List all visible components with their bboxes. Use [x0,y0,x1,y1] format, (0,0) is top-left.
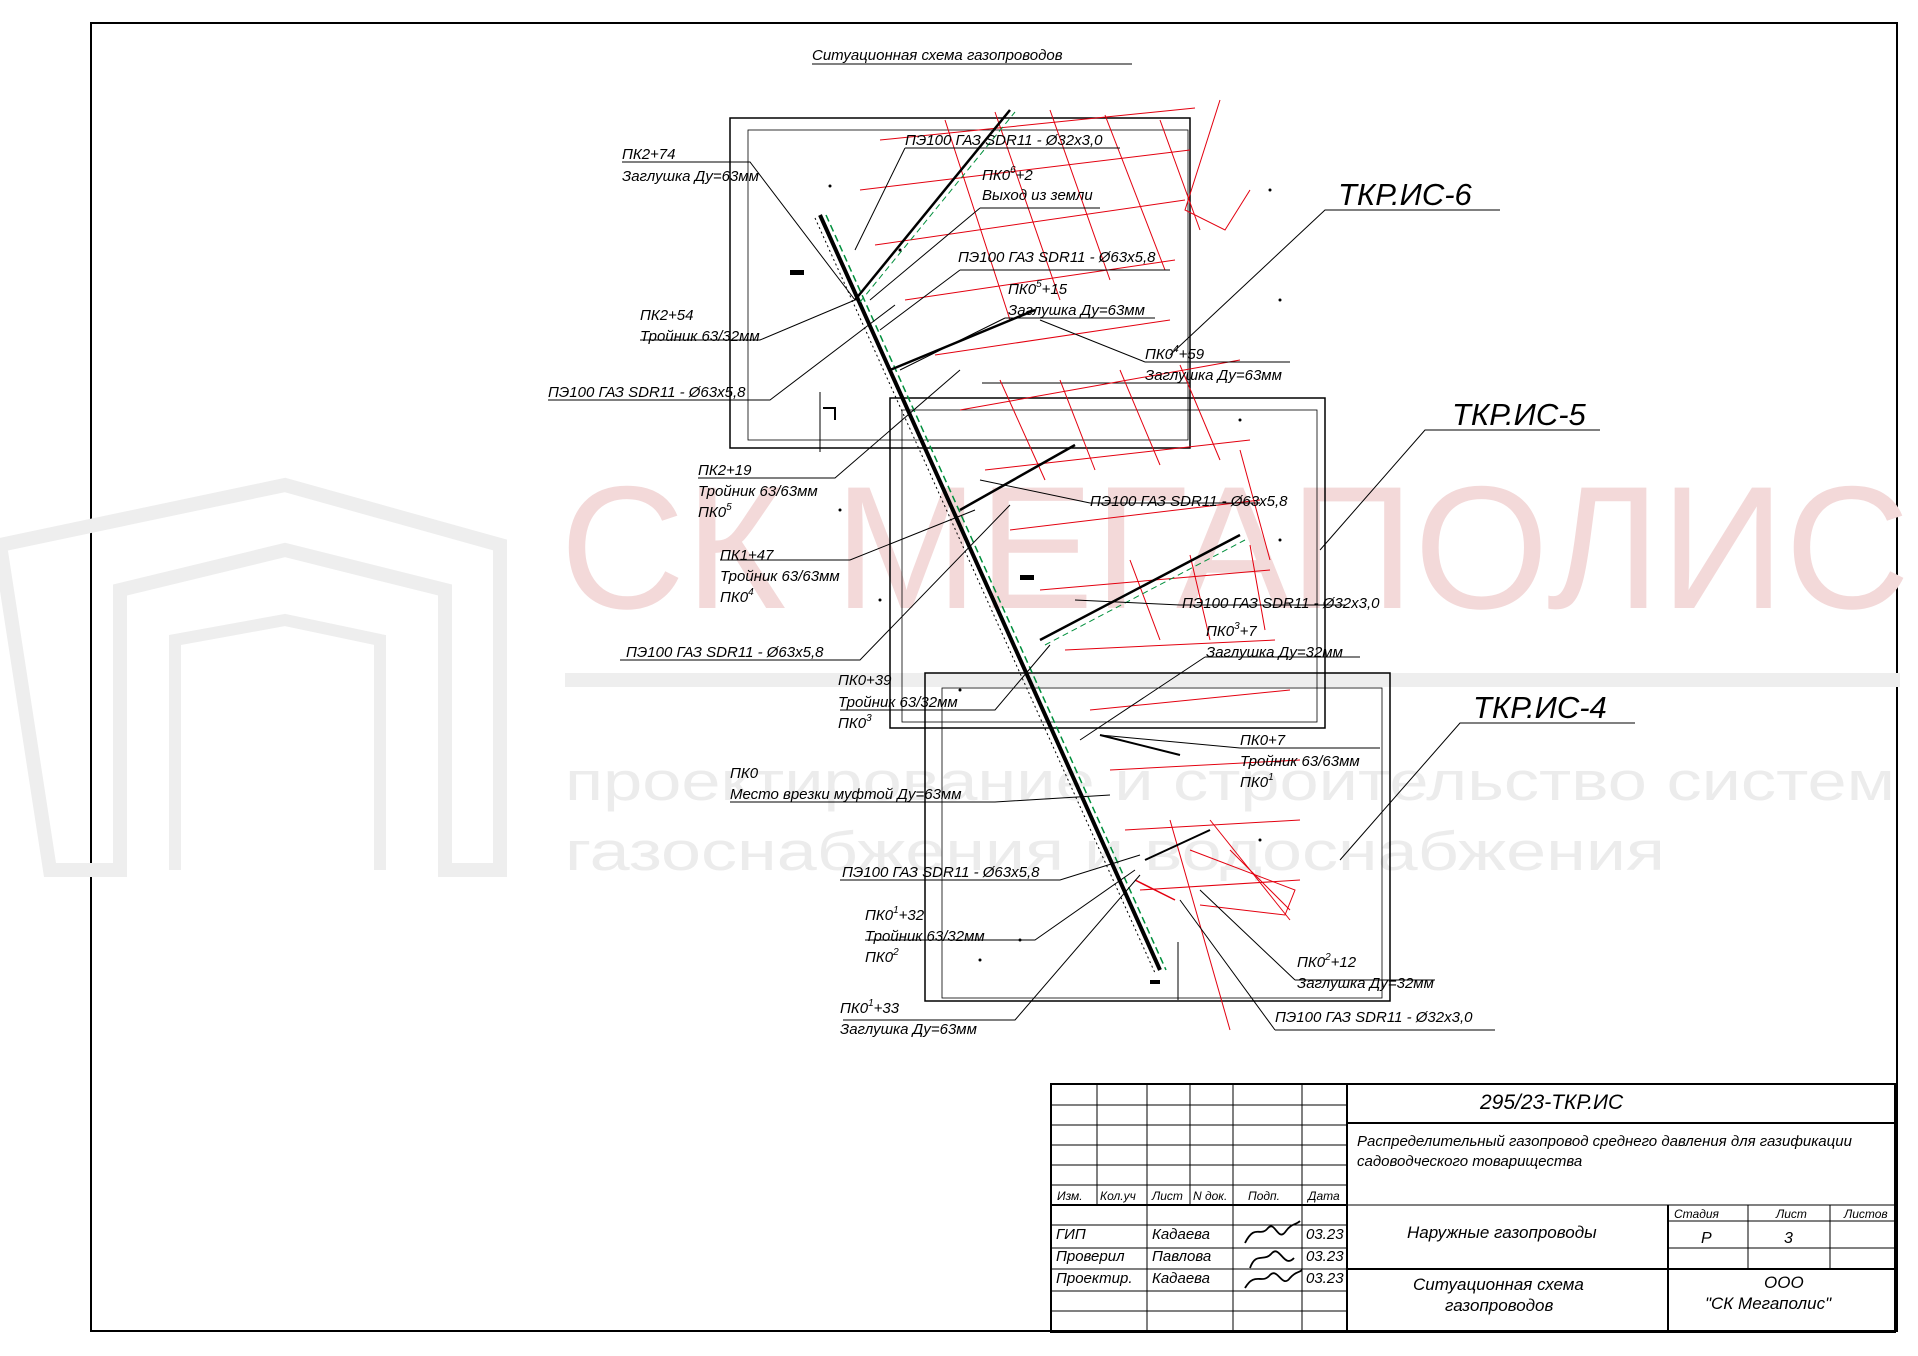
drawing-title-line2: газопроводов [1445,1296,1554,1315]
callout-19-line2: Тройник 63/32мм [865,928,985,945]
callout-3-line2: Выход из земли [982,187,1093,204]
callout-12-line1: ПЭ100 ГАЗ SDR11 - Ø32х3,0 [1182,595,1380,612]
callout-16-line3: ПК01 [1240,772,1274,791]
callout-9-line1: ПК2+19 [698,462,752,479]
callout-19-line1: ПК01+32 [865,905,925,924]
callout-1-line2: Заглушка Ду=63мм [622,168,759,185]
date-designer: 03.23 [1306,1270,1344,1287]
gas-pipelines [814,109,1246,974]
callout-20-line1: ПК02+12 [1297,952,1357,971]
callout-16-line2: Тройник 63/63мм [1240,753,1360,770]
sheet-boundaries [729,117,1391,1002]
title-block: 295/23-ТКР.ИС Распределительный газопров… [1050,1083,1896,1333]
watermark-company: СК МЕГАПОЛИС [560,451,1910,646]
leader-lines [548,147,1635,1031]
callout-16-line1: ПК0+7 [1240,732,1286,749]
survey-marks [790,184,1282,984]
callout-1-line1: ПК2+74 [622,146,676,163]
header-kol-uch: Кол.уч [1100,1189,1136,1203]
callout-15-line2: Тройник 63/32мм [838,694,958,711]
stage-value: Р [1701,1230,1712,1247]
scheme-title: Ситуационная схема газопроводов [812,47,1063,64]
zone-label-6: ТКР.ИС-6 [1338,177,1473,212]
callout-6-line1: ПК2+54 [640,307,694,324]
header-n-dok: N док. [1193,1189,1228,1203]
callout-9-line2: Тройник 63/63мм [698,483,818,500]
callout-21-line1: ПЭ100 ГАЗ SDR11 - Ø32х3,0 [1275,1009,1473,1026]
role-designer: Проектир. [1056,1270,1133,1287]
header-data: Дата [1308,1189,1340,1203]
callout-2-line1: ПЭ100 ГАЗ SDR11 - Ø32х3,0 [905,132,1103,149]
callout-11-line3: ПК04 [720,587,754,606]
header-podp: Подп. [1248,1189,1280,1203]
callout-17-line1: ПК0 [730,765,759,782]
name-checked: Павлова [1152,1248,1212,1265]
callout-13-line1: ПЭ100 ГАЗ SDR11 - Ø63х5,8 [626,644,824,661]
callout-15-line1: ПК0+39 [838,672,892,689]
date-gip: 03.23 [1306,1226,1344,1243]
name-gip: Кадаева [1152,1226,1211,1243]
callout-8-line2: Заглушка Ду=63мм [1145,367,1282,384]
project-title-line1: Распределительный газопровод среднего да… [1357,1133,1852,1150]
callout-5-line1: ПК05+15 [1008,279,1068,298]
callout-14-line1: ПК03+7 [1206,621,1257,640]
org-line2: "СК Мегаполис" [1705,1294,1832,1313]
callout-5-line2: Заглушка Ду=63мм [1008,302,1145,319]
callout-6-line2: Тройник 63/32мм [640,328,760,345]
callout-3-line1: ПК06+2 [982,165,1033,184]
header-list: Лист [1152,1189,1183,1203]
date-checked: 03.23 [1306,1248,1344,1265]
callout-4-line1: ПЭ100 ГАЗ SDR11 - Ø63х5,8 [958,249,1156,266]
name-designer: Кадаева [1152,1270,1211,1287]
role-gip: ГИП [1056,1226,1086,1243]
drawing-title-line1: Ситуационная схема [1413,1275,1584,1294]
cadastral-parcels [859,99,1301,1031]
callout-22-line2: Заглушка Ду=63мм [840,1021,977,1038]
sheet-value: 3 [1784,1230,1793,1247]
callout-11-line2: Тройник 63/63мм [720,568,840,585]
zone-label-5: ТКР.ИС-5 [1452,397,1587,432]
zone-label-4: ТКР.ИС-4 [1473,690,1607,725]
callout-11-line1: ПК1+47 [720,547,774,564]
callout-15-line3: ПК03 [838,713,872,732]
callout-17-line2: Место врезки муфтой Ду=63мм [730,786,961,803]
section-title: Наружные газопроводы [1407,1223,1597,1242]
stage-label: Стадия [1674,1207,1719,1221]
watermark: СК МЕГАПОЛИС проектирование и строительс… [0,451,1910,882]
callout-20-line2: Заглушка Ду=32мм [1297,975,1434,992]
sheets-label: Листов [1844,1207,1888,1221]
header-izm: Изм. [1057,1189,1083,1203]
callout-18-line1: ПЭ100 ГАЗ SDR11 - Ø63х5,8 [842,864,1040,881]
callout-9-line3: ПК05 [698,502,732,521]
title-block-grid [1050,1083,1896,1333]
callout-22-line1: ПК01+33 [840,998,900,1017]
callout-8-line1: ПК04+59 [1145,344,1205,363]
callout-labels: ПК2+74 Заглушка Ду=63мм ПЭ100 ГАЗ SDR11 … [548,132,1473,1038]
sheet-label: Лист [1776,1207,1807,1221]
callout-7-line1: ПЭ100 ГАЗ SDR11 - Ø63х5,8 [548,384,746,401]
signatures [1244,1220,1303,1289]
callout-19-line3: ПК02 [865,947,899,966]
project-title-line2: садоводческого товарищества [1357,1153,1583,1170]
callout-14-line2: Заглушка Ду=32мм [1206,644,1343,661]
callout-10-line1: ПЭ100 ГАЗ SDR11 - Ø63х5,8 [1090,493,1288,510]
role-checked: Проверил [1056,1248,1125,1265]
drawing-code: 295/23-ТКР.ИС [1480,1091,1624,1114]
org-line1: ООО [1764,1273,1804,1292]
